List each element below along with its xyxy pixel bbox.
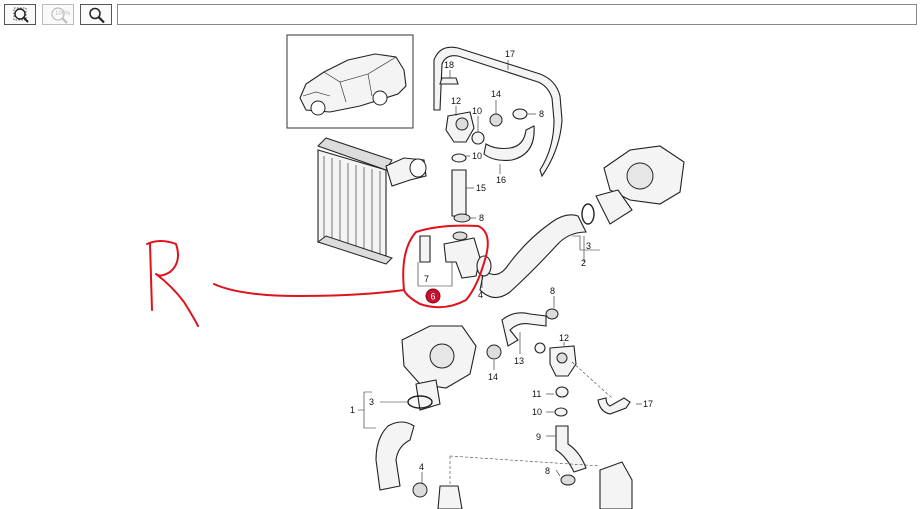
hose-9 [555,425,587,473]
search-button[interactable] [80,4,112,25]
pipe-15 [451,169,467,217]
zoom-100-button[interactable]: 100% [42,4,74,25]
o-ring-3-right [581,203,595,225]
callout-12-top: 12 [451,96,461,106]
clamp-8-top-a [512,108,528,120]
valve-12-top [445,111,475,143]
callout-12-mid: 12 [559,333,569,343]
callout-6-badge [425,288,441,304]
clamp-14-top [489,113,503,127]
callout-14-mid: 14 [488,372,498,382]
pipe-6 [443,231,492,279]
callout-18: 18 [444,60,454,70]
clip-18 [439,77,459,85]
clamp-10-mid-a [534,342,546,354]
annotation-letter [146,240,199,327]
callout-10-top-b: 10 [472,151,482,161]
callout-8-top-b: 8 [479,213,484,223]
leader-lines [358,60,642,486]
callout-9: 9 [536,432,541,442]
zoom-in-button[interactable] [4,4,36,25]
callout-4-mid: 4 [478,290,483,300]
toolbar: 100% [0,0,921,28]
intercooler [316,137,427,265]
vehicle-thumbnail [286,34,414,129]
clamp-10-mid [554,407,568,417]
callout-14-top: 14 [491,89,501,99]
annotation-highlight-loop [402,224,489,309]
clamp-11 [555,386,569,398]
pipe-lower [437,485,463,509]
clamp-8-mid [545,308,559,320]
zoom-100-icon [51,7,68,24]
callout-10-top-a: 10 [472,106,482,116]
valve-12-mid [549,345,577,377]
turbocharger-left [401,325,477,411]
hose-16 [483,125,535,161]
seal-7 [419,235,431,263]
red-annotation: 6 [146,224,489,327]
clamp-10-top [451,153,467,163]
clamp-8-top-b [453,213,471,223]
callout-8-mid: 8 [550,286,555,296]
callout-2: 2 [581,258,586,268]
callout-8-top-a: 8 [539,109,544,119]
callout-10-mid: 10 [532,407,542,417]
address-field[interactable] [117,4,917,25]
callout-11: 11 [532,389,541,399]
clamp-4-low [412,482,428,498]
clamp-14-mid [486,344,502,360]
search-icon [89,7,105,24]
callout-17-top: 17 [505,49,515,59]
callout-7: 7 [424,274,429,284]
callout-1: 1 [350,405,355,415]
annotation-arrow-line [213,283,405,297]
clamp-10-a [471,131,485,145]
callout-17-mid: 17 [643,399,653,409]
hose-17-mid [597,397,631,415]
callout-3-right: 3 [586,241,591,251]
clamp-8-low [560,474,576,486]
callout-6: 6 [430,292,435,302]
intercooler-duct-right [599,461,633,509]
callout-15: 15 [476,183,486,193]
turbocharger-right [595,145,685,225]
charge-air-hose-left [375,421,415,491]
callout-16: 16 [496,175,506,185]
callout-labels: 17 18 12 14 10 8 10 16 15 8 3 2 7 4 8 12… [350,49,653,476]
hose-17-top [433,46,563,178]
hose-13 [501,312,547,347]
callout-8-low: 8 [545,466,550,476]
charge-air-hose [479,214,587,299]
callout-3-left: 3 [369,397,374,407]
callout-13: 13 [514,356,524,366]
zoom-in-icon [13,7,29,23]
callout-4-low: 4 [419,462,424,472]
zoom-100-label: 100% [55,11,71,17]
